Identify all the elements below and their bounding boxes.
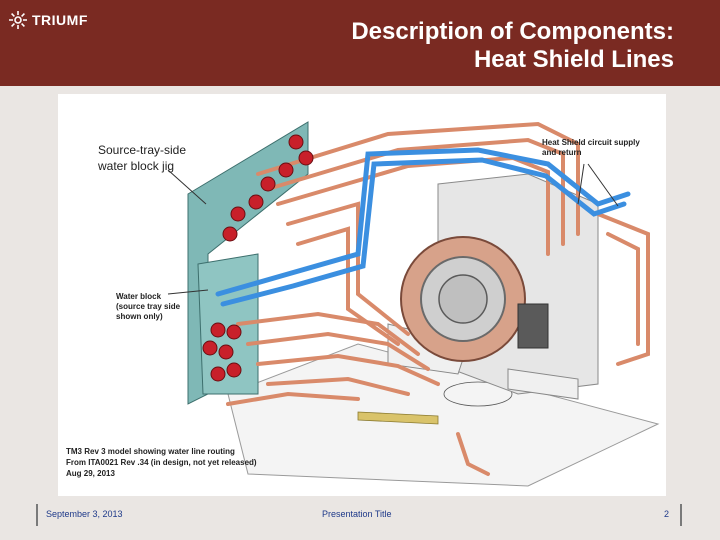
flange-bore	[438, 274, 488, 324]
label-source-tray-jig: Source-tray-side water block jig	[98, 143, 187, 173]
slide-title-line-2: Heat Shield Lines	[473, 46, 674, 73]
red-fittings	[202, 134, 314, 382]
footer-presentation-title: Presentation Title	[322, 509, 392, 519]
footer-page-number: 2	[664, 509, 670, 519]
footer-right-divider	[680, 504, 682, 526]
label-water-block: Water block (source tray side shown only…	[116, 292, 181, 321]
cad-model-drawing	[167, 121, 660, 487]
slide-title-line-1: Description of Components:	[351, 18, 674, 45]
dark-block	[517, 303, 549, 349]
triumf-logo: TRIUMF	[8, 8, 88, 32]
teal-water-block-plate	[187, 121, 309, 405]
caption-line-1: TM3 Rev 3 model showing water line routi…	[66, 447, 235, 456]
yellow-bar	[357, 411, 439, 425]
right-support	[507, 368, 579, 400]
label-heat-shield-circuit: Heat Shield circuit supply and return	[542, 138, 640, 157]
footer-date: September 3, 2013	[46, 509, 123, 519]
caption-line-3: Aug 29, 2013	[66, 469, 115, 478]
logo-text: TRIUMF	[32, 12, 88, 28]
heat-shield-lines	[215, 147, 631, 307]
slide-title: Description of Components: Heat Shield L…	[154, 18, 674, 74]
caption-line-2: From ITA0021 Rev .34 (in design, not yet…	[66, 458, 257, 467]
header-bar: TRIUMF Description of Components: Heat S…	[0, 0, 720, 86]
footer-left-divider	[36, 504, 38, 526]
cad-model-image: Source-tray-side water block jig Heat Sh…	[58, 94, 666, 496]
slide-footer: September 3, 2013 Presentation Title 2	[0, 502, 720, 528]
triumf-logo-icon	[9, 11, 27, 29]
figure-caption: TM3 Rev 3 model showing water line routi…	[66, 446, 296, 479]
copper-water-lines	[226, 121, 650, 476]
base-ellipse	[443, 381, 513, 407]
label-leader-lines	[167, 163, 619, 295]
